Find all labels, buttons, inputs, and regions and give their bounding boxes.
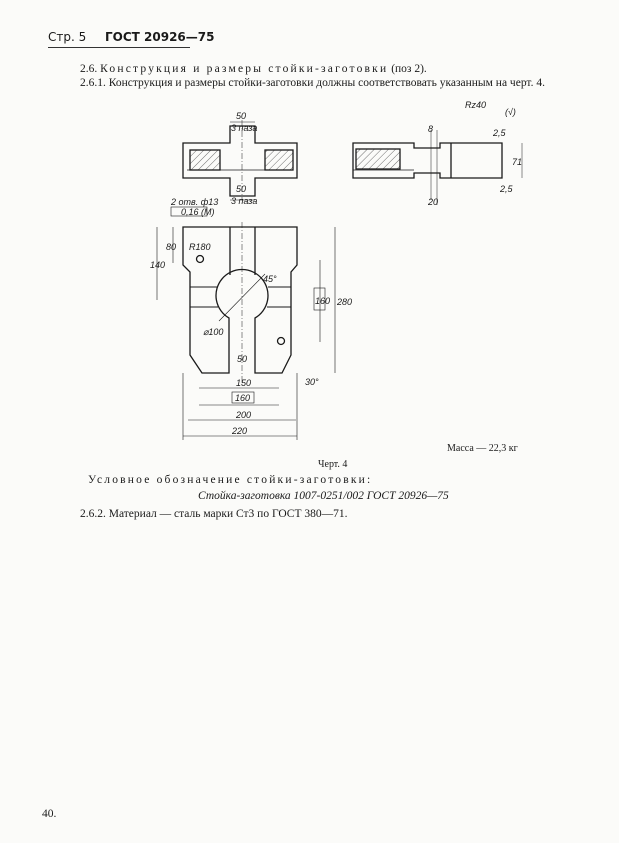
dim-label: 2,5 xyxy=(492,128,507,138)
roughness-label: (√) xyxy=(505,107,516,117)
hatched-section xyxy=(355,148,401,170)
dim-label: 2,5 xyxy=(499,184,514,194)
section-number: 2.6. xyxy=(80,63,98,75)
dim-label: 160 xyxy=(235,393,250,403)
designation-label: Условное обозначение стойки-заготовки: xyxy=(88,474,373,486)
dim-label: 30° xyxy=(305,377,319,387)
roughness-label: Rz40 xyxy=(465,100,486,110)
main-view xyxy=(182,222,298,385)
section-2-6-1: 2.6.1. Конструкция и размеры стойки-заго… xyxy=(80,77,545,89)
dim-label: 80 xyxy=(166,242,176,252)
mass-label: Масса — 22,3 кг xyxy=(447,443,518,454)
dim-label: 200 xyxy=(235,410,251,420)
dim-label: 3 паза xyxy=(231,196,257,206)
dim-label: R180 xyxy=(189,242,211,252)
dim-label: 50 xyxy=(236,111,246,121)
hatched-section xyxy=(264,149,294,171)
drawing-labels: 50 3 паза 50 3 паза 2 отв. ф13 0,16 (M) … xyxy=(150,100,522,436)
drawing-caption: Черт. 4 xyxy=(318,459,348,470)
header-rule xyxy=(48,47,190,48)
dim-label: 2 отв. ф13 xyxy=(170,197,218,207)
dim-label: ⌀100 xyxy=(203,327,223,337)
page-label: Стр. 5 xyxy=(48,30,87,44)
side-view xyxy=(352,130,523,205)
page-number: 40. xyxy=(42,808,57,820)
section-ref: (поз 2). xyxy=(391,63,427,75)
top-view xyxy=(182,120,298,201)
dim-label: 8 xyxy=(428,124,433,134)
dim-label: 140 xyxy=(150,260,165,270)
dim-label: 220 xyxy=(231,426,247,436)
dim-label: 150 xyxy=(236,378,251,388)
section-2-6-2: 2.6.2. Материал — сталь марки Ст3 по ГОС… xyxy=(80,508,348,520)
dim-label: 50 xyxy=(237,354,247,364)
section-2-6: 2.6. Конструкция и размеры стойки-загото… xyxy=(80,63,427,75)
dim-label: 160 xyxy=(315,296,330,306)
standard-number: ГОСТ 20926—75 xyxy=(105,30,215,44)
dim-label: 71 xyxy=(512,157,522,167)
dimension-lines xyxy=(156,206,336,440)
dim-label: 3 паза xyxy=(231,123,257,133)
dim-label: 0,16 (M) xyxy=(181,207,215,217)
hatched-section xyxy=(189,149,221,171)
designation-example: Стойка-заготовка 1007-0251/002 ГОСТ 2092… xyxy=(198,490,449,502)
hole xyxy=(195,254,205,264)
dim-label: 45° xyxy=(263,274,277,284)
dim-label: 50 xyxy=(236,184,246,194)
section-title: Конструкция и размеры стойки-заготовки xyxy=(100,63,389,75)
hole xyxy=(276,336,286,346)
dim-label: 280 xyxy=(336,297,352,307)
dim-label: 20 xyxy=(427,197,438,207)
